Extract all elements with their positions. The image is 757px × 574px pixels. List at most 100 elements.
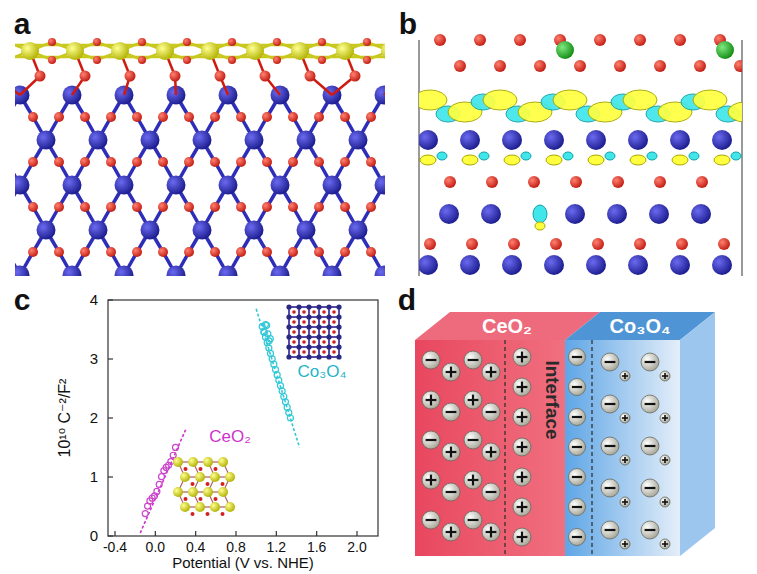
negative-charge bbox=[641, 521, 659, 539]
tick-label: 0.0 bbox=[146, 539, 165, 555]
cerium-atom bbox=[556, 41, 574, 59]
charge-accumulation bbox=[714, 155, 730, 165]
oxygen-atom bbox=[612, 176, 624, 188]
cobalt-atom bbox=[502, 255, 522, 275]
charge-ball bbox=[620, 539, 630, 549]
negative-charge bbox=[601, 395, 619, 413]
oxygen-atom bbox=[28, 157, 38, 167]
oxygen-atom bbox=[158, 247, 168, 257]
sign-stroke bbox=[572, 476, 582, 478]
bond bbox=[15, 76, 20, 95]
oxygen-atom bbox=[215, 71, 226, 82]
sign-stroke bbox=[426, 439, 437, 441]
cobalt-atom bbox=[375, 176, 386, 195]
oxygen-atom bbox=[508, 238, 520, 250]
oxygen-atom bbox=[184, 467, 188, 471]
charge-ball bbox=[660, 371, 670, 381]
oxygen-atom bbox=[363, 38, 371, 46]
charge-ball bbox=[422, 471, 440, 489]
sign-stroke bbox=[430, 475, 432, 486]
oxygen-atom bbox=[322, 320, 326, 324]
charge-ball bbox=[422, 351, 440, 369]
oxygen-atom bbox=[236, 247, 246, 257]
oxygen-atom bbox=[318, 38, 326, 46]
oxygen-atom bbox=[312, 340, 316, 344]
charge-ball bbox=[569, 349, 586, 366]
cerium-atom bbox=[203, 457, 213, 467]
oxygen-atom bbox=[54, 202, 64, 212]
sign-stroke bbox=[572, 416, 582, 418]
negative-charge bbox=[569, 409, 586, 426]
oxygen-atom bbox=[302, 310, 306, 314]
oxygen-atom bbox=[302, 340, 306, 344]
cobalt-atom bbox=[326, 324, 331, 329]
positive-charge bbox=[464, 471, 482, 489]
oxygen-atom bbox=[312, 320, 316, 324]
oxygen-atom bbox=[634, 34, 646, 46]
label-holder: c bbox=[14, 283, 31, 317]
label-holder: 2 bbox=[90, 409, 98, 427]
oxygen-atom bbox=[314, 112, 324, 122]
oxygen-atom bbox=[262, 202, 272, 212]
positive-charge bbox=[513, 348, 531, 366]
negative-charge bbox=[641, 353, 659, 371]
oxygen-atom bbox=[366, 112, 376, 122]
sign-stroke bbox=[521, 442, 523, 453]
negative-charge bbox=[569, 349, 586, 366]
charge-ball bbox=[569, 529, 586, 546]
positive-charge bbox=[513, 528, 531, 546]
positive-charge bbox=[442, 443, 460, 461]
cobalt-atom bbox=[167, 176, 186, 195]
sign-stroke bbox=[624, 415, 626, 421]
sign-stroke bbox=[430, 395, 432, 406]
oxygen-atom bbox=[132, 247, 142, 257]
tick-label: 3 bbox=[90, 350, 98, 367]
cobalt-atom bbox=[115, 176, 134, 195]
oxygen-atom bbox=[191, 482, 195, 486]
tick-mark bbox=[108, 417, 113, 418]
cerium-atom bbox=[218, 457, 228, 467]
data-point bbox=[287, 415, 293, 421]
cerium-atom bbox=[180, 472, 190, 482]
data-point bbox=[168, 459, 174, 465]
space-charge-boundary bbox=[504, 340, 505, 556]
negative-charge bbox=[641, 395, 659, 413]
cobalt-atom bbox=[286, 314, 291, 319]
positive-charge bbox=[620, 539, 630, 549]
sign-stroke bbox=[450, 367, 452, 378]
cobalt-atom bbox=[375, 266, 386, 277]
label-holder: 1.6 bbox=[307, 538, 326, 556]
sign-stroke bbox=[624, 541, 626, 547]
sign-stroke bbox=[490, 447, 492, 458]
co3o4-lattice-inset bbox=[286, 304, 341, 359]
data-point bbox=[159, 474, 165, 480]
cobalt-atom bbox=[306, 314, 311, 319]
oxygen-atom bbox=[158, 202, 168, 212]
sign-stroke bbox=[605, 529, 616, 531]
oxygen-atom bbox=[184, 157, 194, 167]
cobalt-atom bbox=[712, 255, 732, 275]
oxygen-atom bbox=[106, 157, 116, 167]
charge-ball bbox=[422, 391, 440, 409]
cobalt-atom bbox=[349, 221, 368, 240]
cobalt-atom bbox=[296, 314, 301, 319]
label-holder: 3 bbox=[90, 350, 98, 368]
label-holder: 0.8 bbox=[226, 538, 245, 556]
oxygen-atom bbox=[210, 202, 220, 212]
positive-charge bbox=[660, 371, 670, 381]
oxygen-atom bbox=[54, 157, 64, 167]
oxygen-atom bbox=[302, 350, 306, 354]
oxygen-atom bbox=[312, 310, 316, 314]
sign-stroke bbox=[572, 356, 582, 358]
oxygen-atom bbox=[694, 60, 706, 72]
cobalt-atom bbox=[245, 221, 264, 240]
oxygen-atom bbox=[634, 238, 646, 250]
charge-depletion bbox=[647, 152, 657, 160]
oxygen-atom bbox=[332, 330, 336, 334]
charge-ball bbox=[482, 403, 500, 421]
sign-stroke bbox=[521, 532, 523, 543]
oxygen-atom bbox=[322, 340, 326, 344]
positive-charge bbox=[482, 363, 500, 381]
charge-ball bbox=[641, 395, 659, 413]
cobalt-atom bbox=[297, 221, 316, 240]
